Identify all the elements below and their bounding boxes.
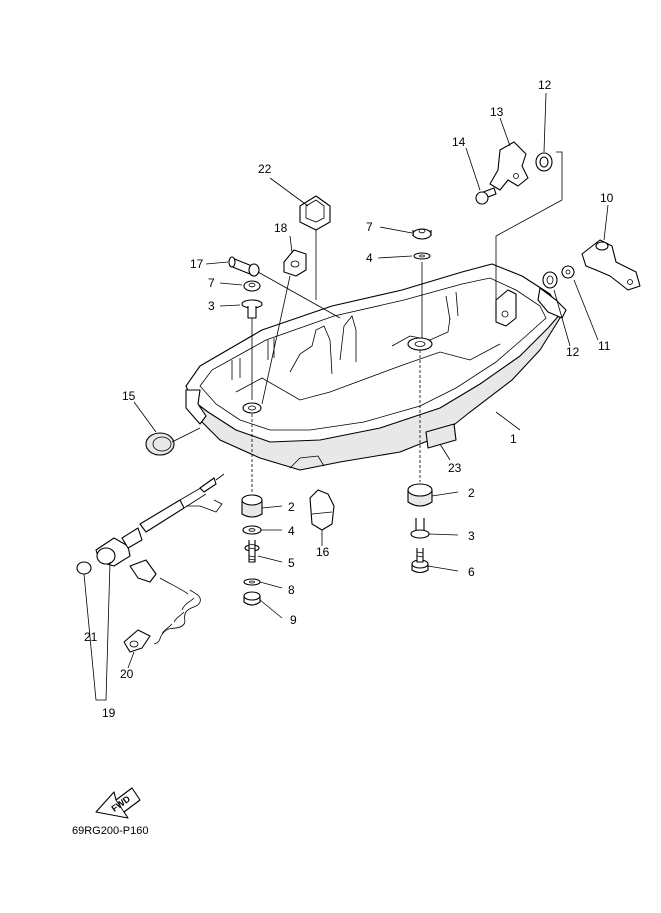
part-15-plug — [145, 432, 175, 456]
callout-16: 16 — [316, 545, 330, 559]
callout-14: 14 — [452, 135, 466, 149]
callout-20: 20 — [120, 667, 134, 681]
part-18-clip — [283, 249, 307, 277]
callout-17: 17 — [190, 257, 204, 271]
callout-2-right: 2 — [468, 486, 475, 500]
callout-4-left: 4 — [288, 524, 295, 538]
part-7-nut-center — [412, 228, 432, 240]
callout-8: 8 — [288, 583, 295, 597]
callout-23: 23 — [448, 461, 462, 475]
part-13-bracket — [489, 141, 529, 191]
part-14-screw — [475, 187, 497, 205]
part-7-nut-left — [243, 280, 261, 292]
part-12-grommet-top — [535, 152, 553, 172]
part-3-collar-left — [241, 299, 263, 319]
mount-stack-right — [407, 483, 433, 574]
fwd-arrow: FWD — [95, 787, 141, 819]
callout-12-right: 12 — [566, 345, 580, 359]
part-4-washer-center — [413, 252, 431, 260]
callout-1: 1 — [510, 432, 517, 446]
callout-19: 19 — [102, 706, 116, 720]
part-11-washer — [561, 265, 575, 279]
callout-2-left: 2 — [288, 500, 295, 514]
leader-lines — [83, 92, 609, 701]
part-17-bolt — [228, 256, 260, 277]
part-16-grommet — [309, 489, 335, 531]
callout-13: 13 — [490, 105, 504, 119]
callout-3-right: 3 — [468, 529, 475, 543]
callout-9: 9 — [290, 613, 297, 627]
callout-3-left: 3 — [208, 299, 215, 313]
callout-labels: 1 2 2 3 3 4 4 5 6 7 7 8 9 10 11 12 12 13… — [84, 78, 614, 720]
callout-22: 22 — [258, 162, 272, 176]
part-12-grommet-right — [542, 271, 558, 289]
mount-stack-left — [241, 494, 263, 606]
callout-18: 18 — [274, 221, 288, 235]
callout-4-center: 4 — [366, 251, 373, 265]
part-10-lever — [581, 239, 641, 291]
callout-7-center: 7 — [366, 220, 373, 234]
callout-10: 10 — [600, 191, 614, 205]
callout-7-left: 7 — [208, 276, 215, 290]
callout-21: 21 — [84, 630, 98, 644]
callout-6: 6 — [468, 565, 475, 579]
diagram-code: 69RG200-P160 — [72, 825, 148, 837]
part-22-holder — [299, 195, 331, 231]
callout-15: 15 — [122, 389, 136, 403]
callout-12-top: 12 — [538, 78, 552, 92]
callout-11: 11 — [598, 339, 611, 353]
callout-5: 5 — [288, 556, 295, 570]
stop-switch-assembly — [76, 473, 225, 653]
bottom-cowling — [185, 263, 567, 471]
